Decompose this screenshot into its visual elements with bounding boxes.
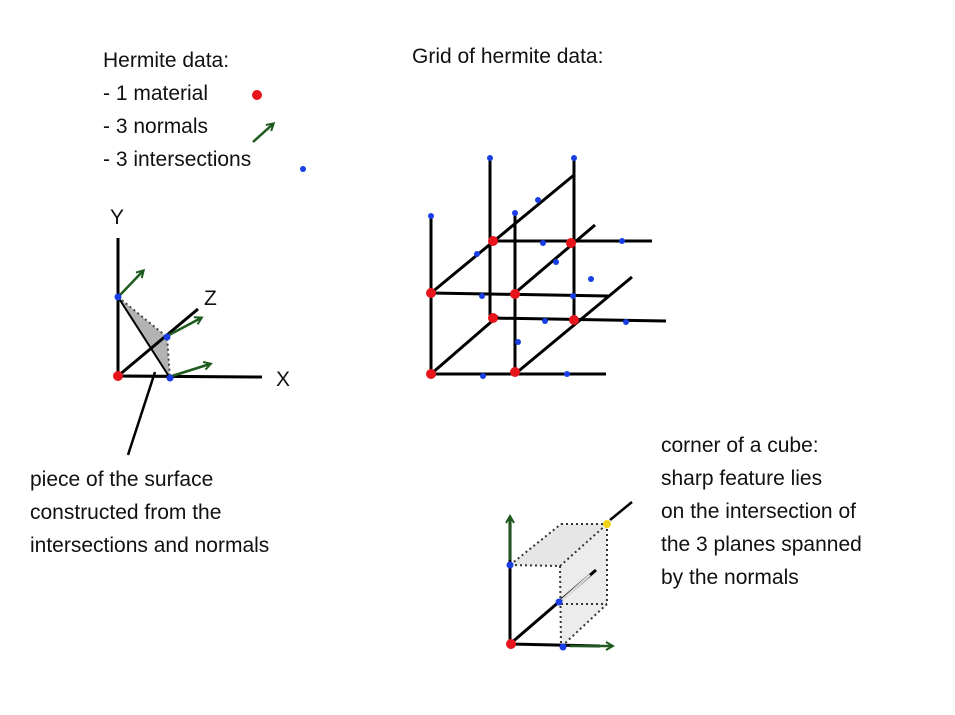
caption-pointer-line	[126, 371, 157, 456]
hermite-grid-points	[426, 155, 629, 379]
grid-intersection-point	[515, 339, 521, 345]
cube-edges-dotted	[509, 523, 608, 648]
grid-intersection-point	[588, 276, 594, 282]
cube-caption-line-4: the 3 planes spanned	[661, 533, 862, 556]
axis-label-x: X	[276, 368, 291, 391]
x-axis-line	[117, 374, 263, 379]
surface-caption-line-3: intersections and normals	[30, 534, 270, 557]
cube-caption-pointer	[609, 501, 633, 521]
grid-intersection-point	[571, 155, 577, 161]
intersection-y	[114, 293, 122, 301]
z-axis-line	[117, 307, 199, 378]
legend: Hermite data: - 1 material - 3 normals -…	[103, 44, 251, 176]
grid-material-point	[426, 369, 436, 379]
grid-line	[430, 314, 499, 376]
legend-item-normals: - 3 normals	[103, 115, 209, 138]
legend-item-material: - 1 material	[103, 82, 209, 105]
cube-plane-side	[560, 524, 607, 647]
cube-caption-line-1: corner of a cube:	[661, 434, 819, 457]
grid-material-point	[488, 313, 498, 323]
material-point	[113, 371, 123, 381]
single-cell-diagram	[113, 238, 263, 456]
cube-caption: corner of a cube: sharp feature lies on …	[661, 429, 862, 594]
cube-edge	[559, 523, 608, 567]
grid-line	[514, 275, 633, 376]
grid-intersection-point	[553, 259, 559, 265]
grid-intersection-point	[474, 251, 480, 257]
axis-label-z: Z	[204, 287, 217, 310]
grid-material-point	[488, 236, 498, 246]
grid-intersection-point	[619, 238, 625, 244]
surface-patch-outline	[117, 296, 171, 379]
grid-intersection-point	[623, 319, 629, 325]
grid-material-point	[566, 238, 576, 248]
surface-edge-line	[117, 296, 171, 379]
cube-corner-diagram	[506, 501, 633, 651]
hermite-grid	[429, 158, 667, 376]
cube-intersection-point	[506, 561, 514, 569]
cube-edge	[509, 523, 562, 566]
cube-edge	[559, 565, 562, 648]
green-arrow-icon	[252, 124, 273, 143]
grid-line	[514, 223, 596, 295]
legend-icons	[252, 90, 306, 172]
surface-caption-line-1: piece of the surface	[30, 468, 214, 491]
surface-caption-line-2: constructed from the	[30, 501, 222, 524]
cube-plane-top	[510, 524, 607, 566]
grid-material-point	[569, 315, 579, 325]
cube-normal-diag	[561, 574, 591, 601]
legend-item-intersections: - 3 intersections	[103, 148, 252, 171]
cube-caption-line-5: by the normals	[661, 566, 799, 589]
normal-arrow-z	[168, 318, 201, 337]
grid-line	[430, 173, 575, 295]
grid-material-point	[510, 289, 520, 299]
cube-caption-line-3: on the intersection of	[661, 500, 856, 523]
grid-intersection-point	[487, 155, 493, 161]
grid-material-point	[510, 367, 520, 377]
grid-intersection-point	[428, 213, 434, 219]
cube-intersection-point	[559, 643, 567, 651]
cube-material-point	[506, 639, 516, 649]
cube-intersection-point	[555, 598, 563, 606]
grid-intersection-point	[479, 293, 485, 299]
surface-caption: piece of the surface constructed from th…	[30, 463, 269, 562]
grid-intersection-point	[570, 293, 576, 299]
grid-intersection-point	[540, 240, 546, 246]
grid-material-point	[426, 288, 436, 298]
cube-edge	[509, 564, 561, 567]
blue-dot-icon	[300, 166, 306, 172]
grid-intersection-point	[535, 197, 541, 203]
grid-intersection-point	[564, 371, 570, 377]
grid-intersection-point	[480, 373, 486, 379]
intersection-x	[166, 374, 174, 382]
legend-title: Hermite data:	[103, 49, 230, 72]
cube-edge	[560, 603, 608, 648]
grid-intersection-point	[512, 210, 518, 216]
sharp-feature-point	[603, 520, 611, 528]
normal-arrow-x	[171, 364, 210, 378]
grid-intersection-point	[542, 318, 548, 324]
cube-caption-line-2: sharp feature lies	[661, 467, 823, 490]
normal-arrow-y	[119, 271, 143, 296]
axis-label-y: Y	[110, 206, 125, 229]
red-dot-icon	[252, 90, 262, 100]
intersection-z	[163, 333, 171, 341]
grid-title: Grid of hermite data:	[412, 45, 604, 68]
